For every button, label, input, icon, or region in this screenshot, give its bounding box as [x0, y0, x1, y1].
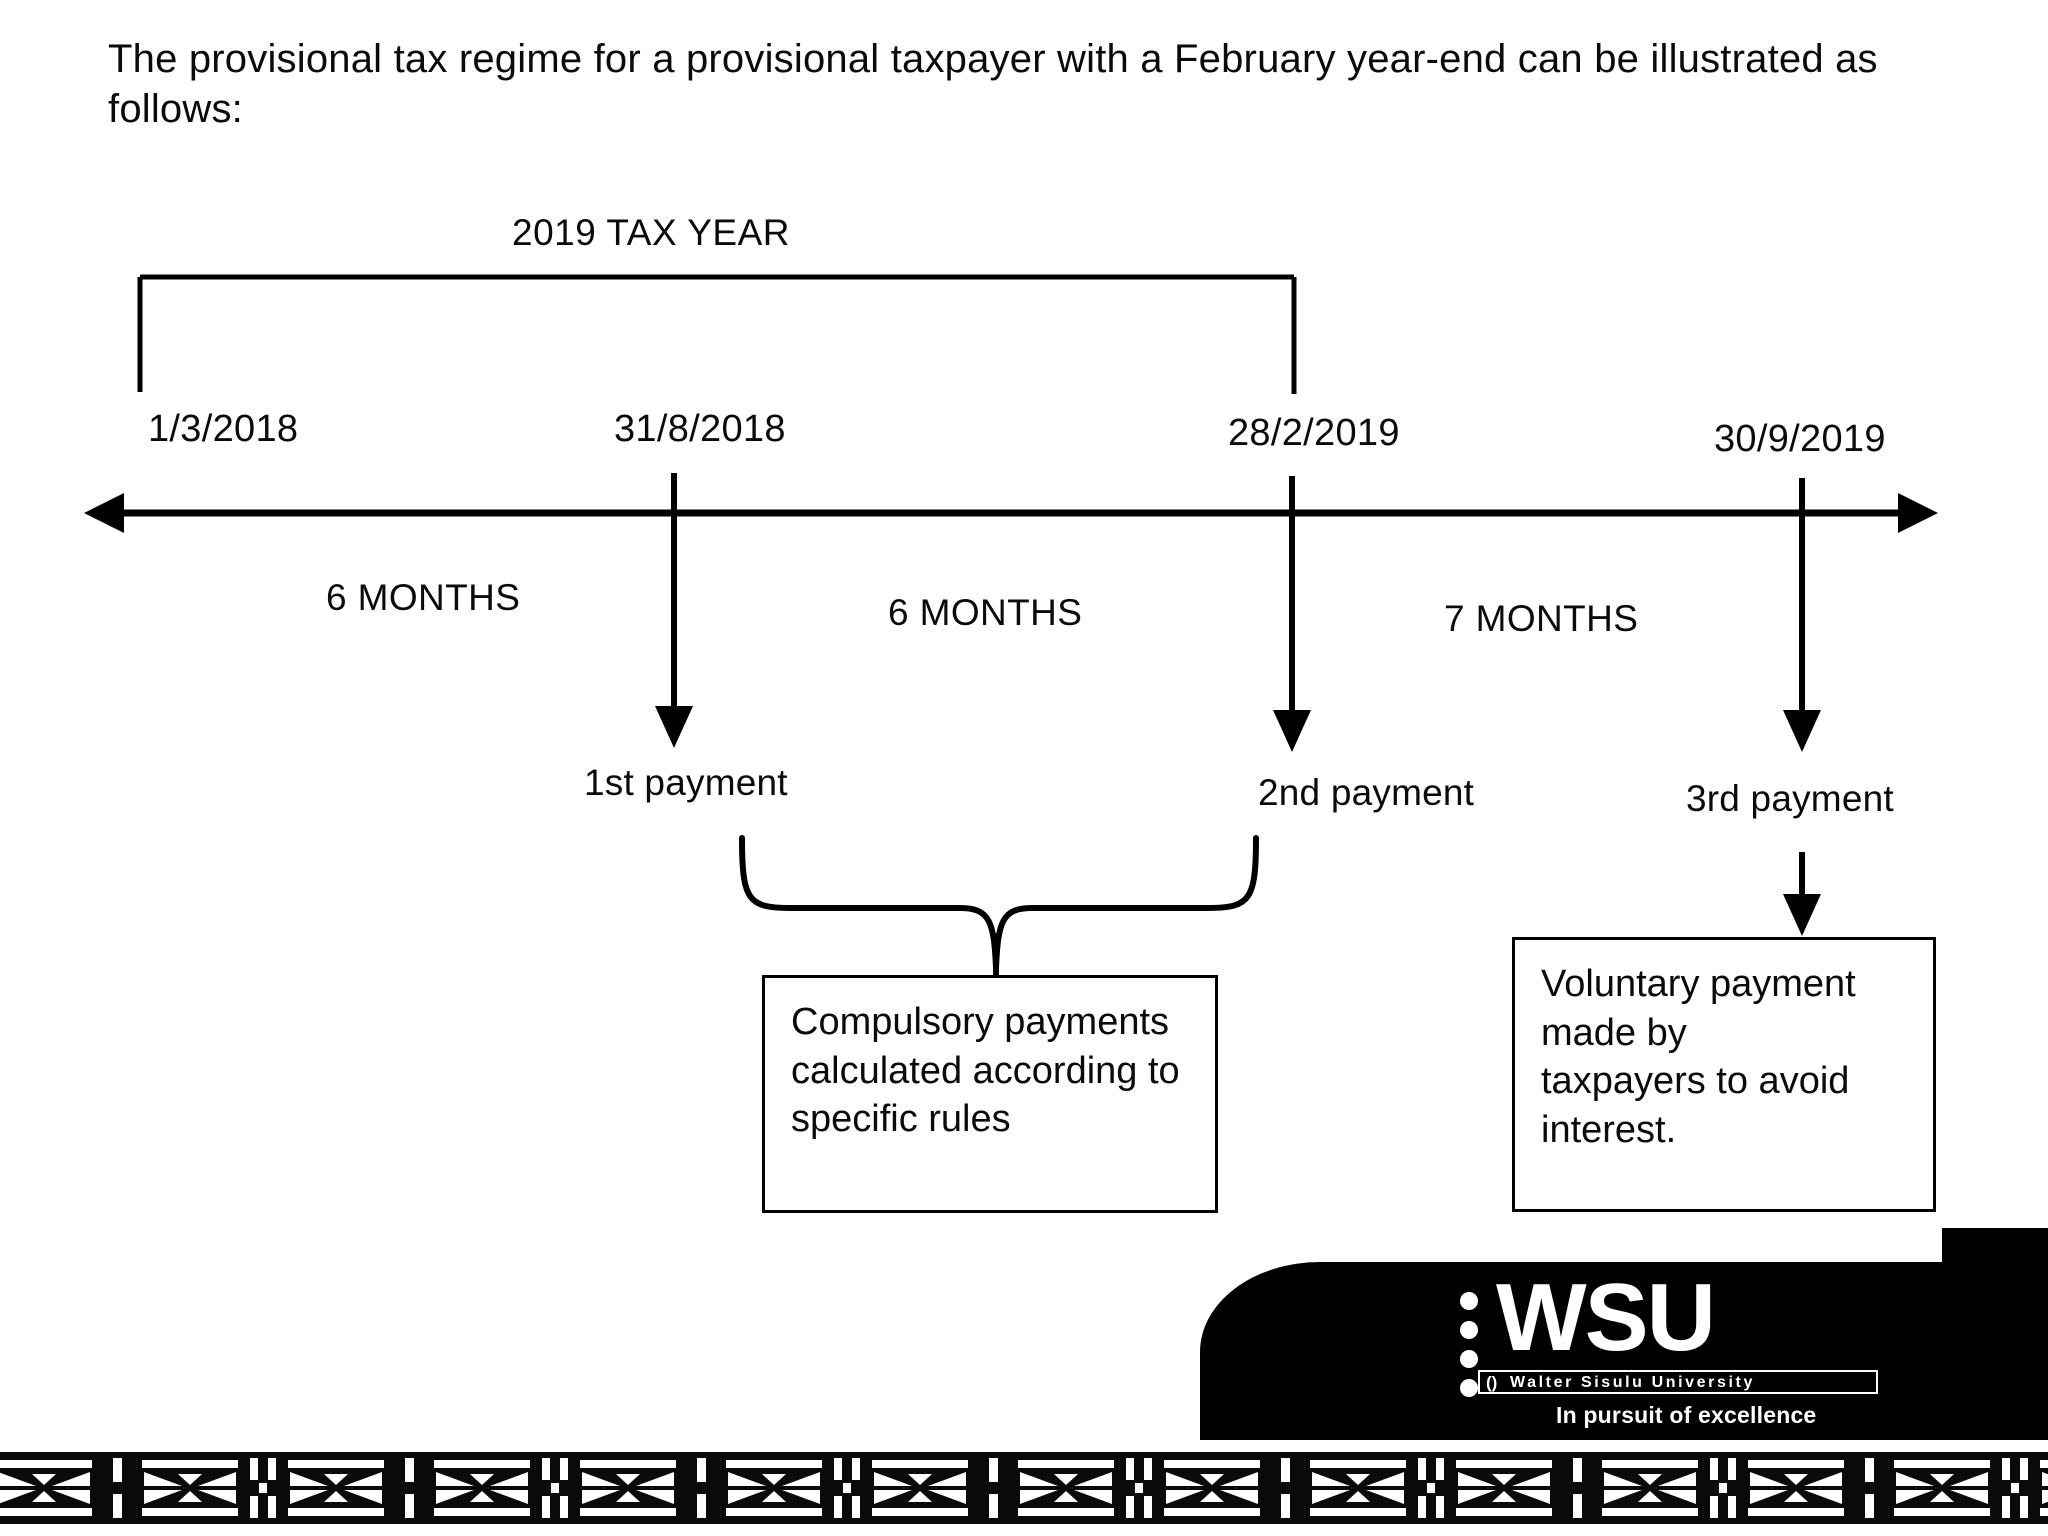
- border-bowtie-motif: [1014, 1452, 1118, 1524]
- timeline-axis: [84, 493, 1938, 533]
- marker-30-9-2019: [1783, 478, 1821, 752]
- border-divider-motif: [1560, 1452, 1594, 1524]
- border-divider-motif: [1122, 1452, 1156, 1524]
- border-pattern: [0, 1452, 2048, 1524]
- compulsory-payments-box: Compulsory payments calculated according…: [762, 975, 1218, 1213]
- border-bowtie-motif: [0, 1452, 96, 1524]
- border-bowtie-motif: [1598, 1452, 1702, 1524]
- interval-label-3: 7 MONTHS: [1444, 598, 1639, 639]
- logo-name-band: () Walter Sisulu University: [1478, 1370, 1878, 1394]
- voluntary-payment-box: Voluntary payment made by taxpayers to a…: [1512, 937, 1936, 1212]
- payment-label-1: 1st payment: [584, 762, 788, 803]
- logo-acronym: WSU: [1496, 1264, 1716, 1371]
- date-label-1: 1/3/2018: [148, 408, 299, 450]
- border-divider-motif: [1706, 1452, 1740, 1524]
- date-label-4: 30/9/2019: [1714, 418, 1886, 460]
- interval-label-2: 6 MONTHS: [888, 592, 1083, 633]
- border-divider-motif: [830, 1452, 864, 1524]
- border-bowtie-motif: [138, 1452, 242, 1524]
- payment-label-2: 2nd payment: [1258, 772, 1475, 813]
- compulsory-payments-text: Compulsory payments calculated according…: [791, 1001, 1180, 1141]
- marker-28-2-2019: [1273, 476, 1311, 752]
- border-divider-motif: [246, 1452, 280, 1524]
- border-bowtie-motif: [1452, 1452, 1556, 1524]
- border-divider-motif: [538, 1452, 572, 1524]
- wsu-logo: WSU () Walter Sisulu University In pursu…: [1200, 1228, 2048, 1440]
- logo-tagline: In pursuit of excellence: [1556, 1402, 1817, 1428]
- decorative-border: [0, 1440, 2048, 1536]
- border-divider-motif: [684, 1452, 718, 1524]
- border-divider-motif: [1268, 1452, 1302, 1524]
- border-bowtie-motif: [722, 1452, 826, 1524]
- tax-year-label: 2019 TAX YEAR: [512, 212, 791, 253]
- logo-corner-tab: [1942, 1228, 2048, 1268]
- border-divider-motif: [1852, 1452, 1886, 1524]
- intro-paragraph: The provisional tax regime for a provisi…: [108, 37, 1878, 132]
- border-divider-motif: [1998, 1452, 2032, 1524]
- compulsory-brace: [739, 835, 1259, 971]
- logo-university-name: Walter Sisulu University: [1510, 1374, 1755, 1391]
- logo-backdrop: WSU () Walter Sisulu University In pursu…: [1200, 1262, 2048, 1440]
- voluntary-arrow: [1783, 852, 1821, 936]
- logo-dots-icon: [1460, 1292, 1486, 1408]
- logo-paren-glyph: (): [1486, 1373, 1498, 1392]
- border-bowtie-motif: [430, 1452, 534, 1524]
- border-divider-motif: [976, 1452, 1010, 1524]
- voluntary-payment-text: Voluntary payment made by taxpayers to a…: [1541, 963, 1856, 1151]
- tax-year-bracket: [137, 274, 1297, 394]
- border-bowtie-motif: [1160, 1452, 1264, 1524]
- border-bowtie-motif: [1744, 1452, 1848, 1524]
- border-bowtie-motif: [868, 1452, 972, 1524]
- border-divider-motif: [1414, 1452, 1448, 1524]
- interval-label-1: 6 MONTHS: [326, 577, 521, 618]
- border-bowtie-motif: [1890, 1452, 1994, 1524]
- border-bowtie-motif: [576, 1452, 680, 1524]
- date-label-3: 28/2/2019: [1228, 412, 1400, 454]
- border-divider-motif: [392, 1452, 426, 1524]
- marker-31-8-2018: [655, 473, 693, 748]
- payment-label-3: 3rd payment: [1686, 778, 1894, 819]
- date-label-2: 31/8/2018: [614, 408, 786, 450]
- border-divider-motif: [100, 1452, 134, 1524]
- border-bowtie-motif: [1306, 1452, 1410, 1524]
- border-bowtie-motif: [2036, 1452, 2048, 1524]
- border-bowtie-motif: [284, 1452, 388, 1524]
